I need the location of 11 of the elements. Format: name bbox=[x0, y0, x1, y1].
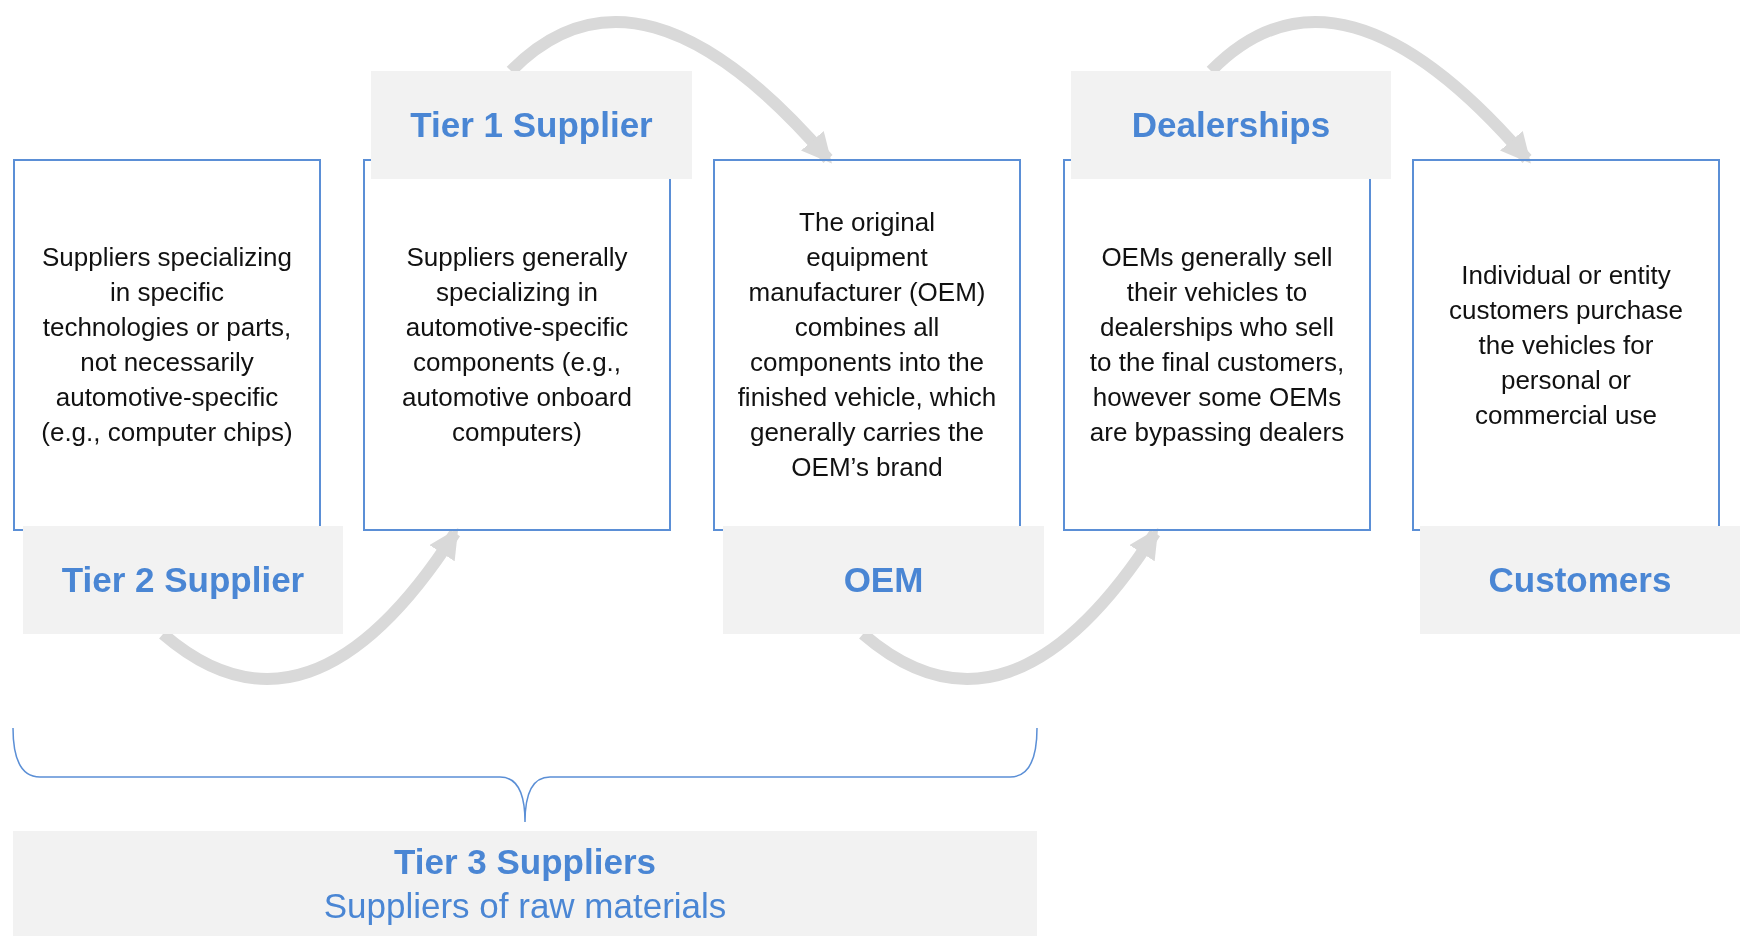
heading-label: OEM bbox=[723, 526, 1044, 634]
panel-title: Tier 3 Suppliers bbox=[394, 840, 656, 883]
panel-subtitle: Suppliers of raw materials bbox=[323, 884, 727, 927]
heading-label: Customers bbox=[1420, 526, 1740, 634]
curved-arrow bbox=[859, 528, 1160, 685]
heading-label: Tier 2 Supplier bbox=[23, 526, 343, 634]
curved-arrow bbox=[1207, 16, 1532, 164]
heading-label: Dealerships bbox=[1071, 71, 1391, 179]
curved-arrow bbox=[159, 528, 460, 685]
curved-arrow bbox=[507, 16, 833, 164]
heading-label: Tier 1 Supplier bbox=[371, 71, 692, 179]
